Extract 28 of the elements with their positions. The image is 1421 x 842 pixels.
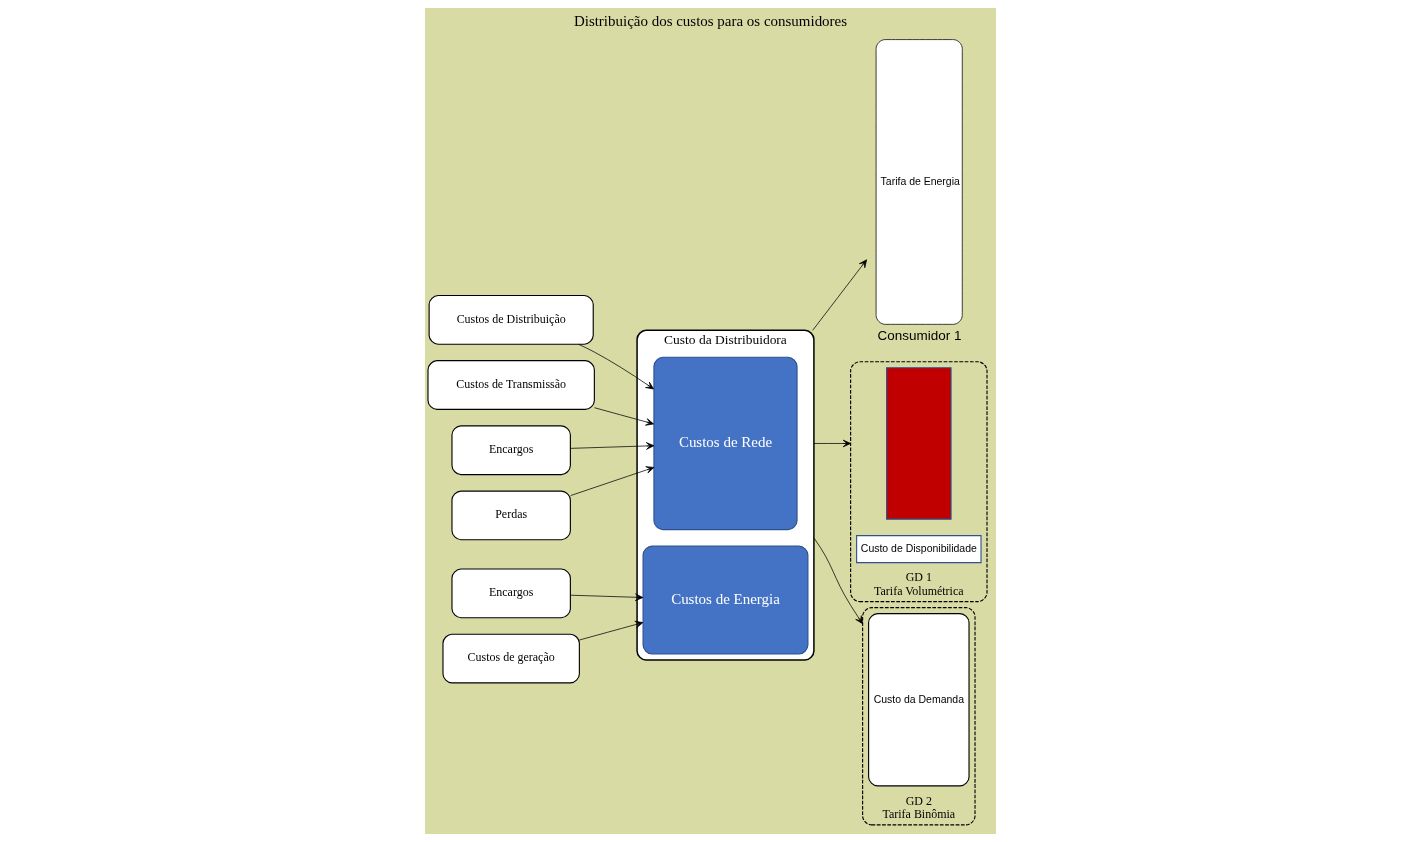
diagram-title: Distribuição dos custos para os consumidores — [573, 13, 848, 30]
arrow — [813, 439, 851, 448]
arrow — [570, 442, 655, 450]
node-label: Tarifa Binômia — [882, 807, 956, 821]
node-label: Tarifa Volumétrica — [874, 583, 964, 598]
node-box: Custos de Energia — [642, 545, 809, 655]
node-box — [886, 367, 952, 520]
node-box: Custos de Transmissão — [427, 360, 595, 410]
arrow — [594, 407, 654, 426]
node-box: Custo da Demanda — [868, 613, 970, 787]
arrow — [570, 466, 655, 496]
cluster — [862, 607, 976, 826]
cluster — [850, 361, 988, 603]
arrow — [812, 259, 867, 331]
arrow — [578, 343, 654, 390]
arrow — [579, 620, 644, 641]
node-box: Perdas — [451, 490, 571, 541]
node-label: GD 2 — [905, 793, 932, 808]
node-box: Custos de Distribuição — [428, 294, 594, 345]
node-box: Encargos — [451, 425, 571, 476]
node-label: Consumidor 1 — [877, 327, 962, 343]
arrow — [813, 537, 863, 625]
node-box: Custos de geração — [442, 633, 580, 684]
node-box: Encargos — [451, 568, 571, 619]
node-box: Custos de Rede — [653, 356, 798, 531]
arrow — [570, 593, 644, 601]
node-box: Custo de Disponibilidade — [856, 535, 982, 564]
node-label: GD 1 — [905, 570, 932, 585]
